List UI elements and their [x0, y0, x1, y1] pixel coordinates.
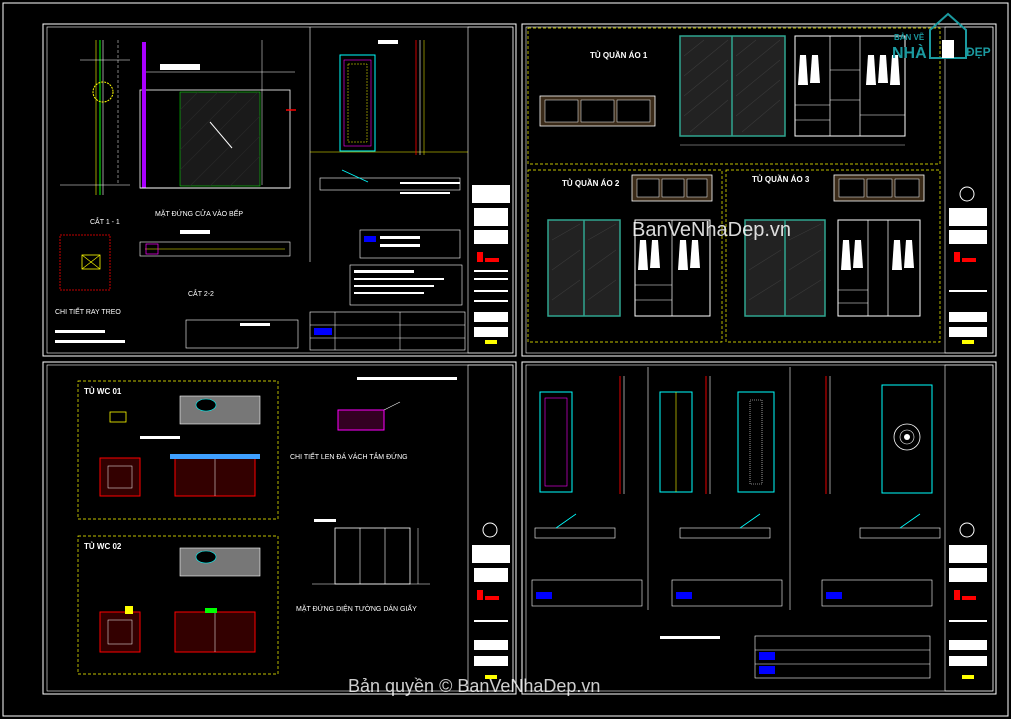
label-mat-dung-cua-vao-bep: MẶT ĐỨNG CỬA VÀO BẾP [155, 208, 243, 218]
sheet-2: TỦ QUẦN ÁO 1 TỦ QUẦN ÁO 2 TỦ QUẦN ÁO 3 [521, 23, 997, 357]
sheet-1: MẶT ĐỨNG CỬA VÀO BẾP CẮT 1 - 1 CẮT 2-2 C [42, 23, 517, 357]
label-tu-wc-02: TỦ WC 02 [84, 542, 122, 551]
label-mat-dung-tuong-dan-giay: MẶT ĐỨNG DIỆN TƯỜNG DÁN GIẤY [296, 603, 417, 613]
label-cat-1-1: CẮT 1 - 1 [90, 217, 120, 226]
label-tu-wc-01: TỦ WC 01 [84, 387, 122, 396]
logo-top-text: BẢN VẼ [894, 33, 925, 42]
brand-logo: BẢN VẼ NHÀ ĐẸP [892, 12, 991, 62]
logo-brand-right: ĐẸP [966, 45, 991, 59]
label-chi-tiet-len-da: CHI TIẾT LEN ĐÁ VÁCH TẮM ĐỨNG [290, 451, 408, 461]
label-tu-quan-ao-1: TỦ QUẦN ÁO 1 [590, 50, 648, 60]
label-chi-tiet-ray-treo: CHI TIẾT RAY TREO [55, 306, 121, 316]
label-tu-quan-ao-2: TỦ QUẦN ÁO 2 [562, 178, 620, 188]
watermark-footer: Bản quyền © BanVeNhaDep.vn [348, 676, 600, 696]
sheet-4 [521, 361, 997, 695]
sheet-3: TỦ WC 01 TỦ WC 02 CHI TIẾT LEN ĐÁ VÁCH T… [42, 361, 517, 695]
logo-brand-left: NHÀ [892, 43, 927, 62]
label-cat-2-2: CẮT 2-2 [188, 289, 214, 298]
label-tu-quan-ao-3: TỦ QUẦN ÁO 3 [752, 174, 810, 184]
watermark-center: BanVeNhaDep.vn [632, 219, 791, 241]
